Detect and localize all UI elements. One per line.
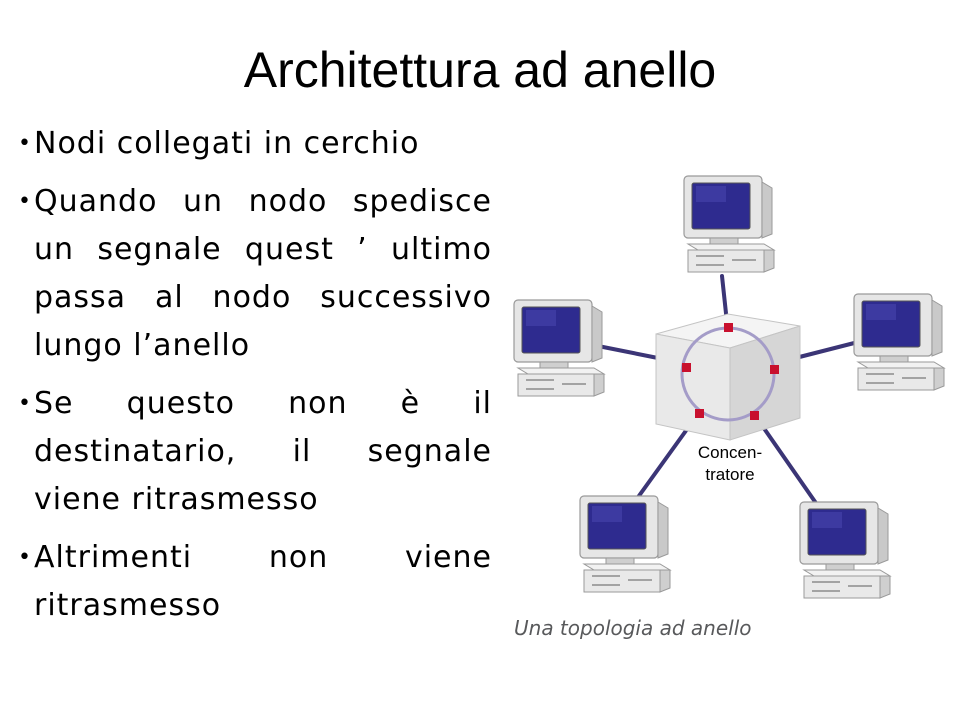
computer-icon: [799, 501, 891, 599]
bullet-icon: •: [18, 391, 32, 416]
bullet-icon: •: [18, 131, 32, 156]
bullet-text: Quando un nodo spedisce un segnale quest…: [34, 184, 492, 363]
ring-ports: [682, 323, 779, 420]
bullet-text: Nodi collegati in cerchio: [34, 126, 420, 161]
hub-label-line1: Concen-: [698, 443, 762, 462]
computer-icon: [513, 299, 605, 397]
bullet-item: •Nodi collegati in cerchio: [18, 120, 492, 168]
figure-caption: Una topologia ad anello: [514, 616, 752, 640]
ring-topology-diagram: Concen- tratore: [513, 175, 945, 599]
computer-icon: [853, 293, 945, 391]
bullet-item: •Se questo non è il destinatario, il seg…: [18, 380, 492, 524]
bullet-item: •Altrimenti non viene ritrasmesso: [18, 534, 492, 630]
bullet-icon: •: [18, 545, 32, 570]
slide-title: Architettura ad anello: [243, 42, 717, 98]
hub-label-line2: tratore: [705, 465, 754, 484]
bullet-list: •Nodi collegati in cerchio •Quando un no…: [18, 120, 492, 640]
computer-icon: [683, 175, 775, 273]
bullet-text: Se questo non è il destinatario, il segn…: [34, 386, 492, 517]
bullet-icon: •: [18, 189, 32, 214]
bullet-text: Altrimenti non viene ritrasmesso: [34, 540, 492, 623]
bullet-item: •Quando un nodo spedisce un segnale ques…: [18, 178, 492, 370]
computer-icon: [579, 495, 671, 593]
